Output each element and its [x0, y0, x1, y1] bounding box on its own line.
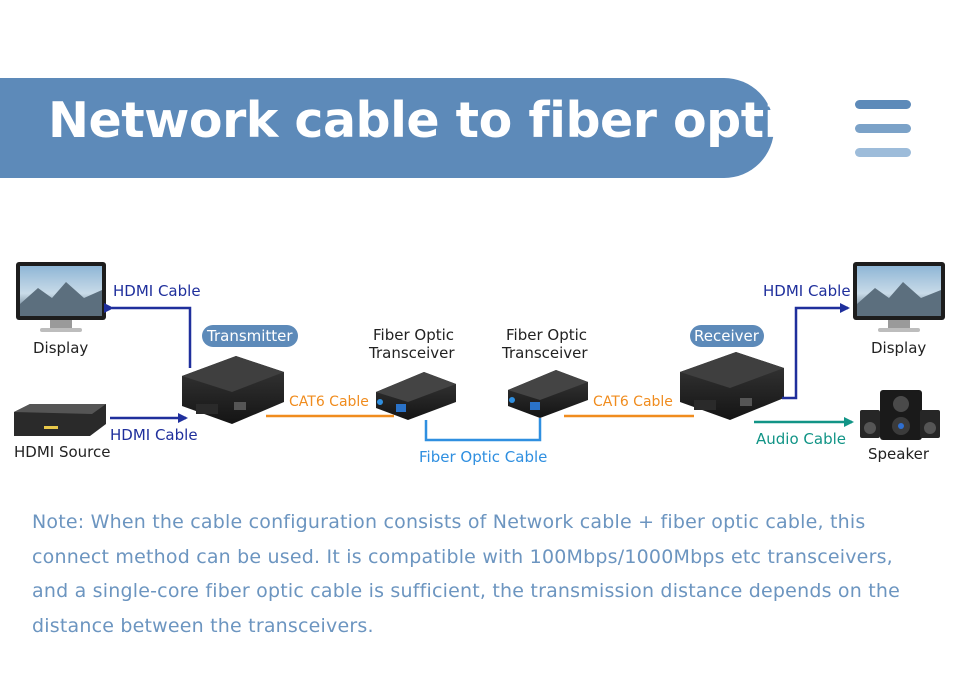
hdmi-cable-label-bottom-left: HDMI Cable — [110, 426, 198, 444]
hdmi-source-icon — [14, 404, 106, 436]
speaker-icon — [860, 390, 940, 440]
title-banner — [0, 78, 774, 178]
hamburger-menu-icon[interactable] — [855, 100, 911, 160]
page-title: Network cable to fiber optic — [48, 92, 809, 149]
hdmi-cable-right-out — [782, 303, 850, 400]
transceiver-right-label-1: Fiber Optic — [506, 326, 588, 344]
speaker-label: Speaker — [868, 445, 930, 463]
audio-cable-label: Audio Cable — [756, 430, 846, 448]
cat6-cable-label-right: CAT6 Cable — [593, 394, 673, 410]
note-paragraph: Note: When the cable configuration consi… — [32, 511, 901, 637]
display-right-label: Display — [871, 339, 927, 357]
transceiver-right-label-2: Transceiver — [502, 344, 588, 362]
receiver-badge — [690, 325, 764, 347]
display-left-icon — [16, 262, 106, 332]
transceiver-right-icon — [508, 370, 588, 418]
transceiver-left-icon — [376, 372, 456, 420]
display-right-icon — [853, 262, 945, 332]
cat6-cable-label-left: CAT6 Cable — [289, 394, 369, 410]
transmitter-badge — [202, 325, 298, 347]
transmitter-label: Transmitter — [207, 327, 293, 345]
hdmi-cable-left-out — [104, 303, 192, 368]
connection-diagram — [14, 262, 945, 442]
hdmi-source-label: HDMI Source — [14, 443, 111, 461]
hdmi-cable-label-top-left: HDMI Cable — [113, 282, 201, 300]
display-left-label: Display — [33, 339, 89, 357]
receiver-icon — [680, 352, 784, 420]
fiber-optic-cable — [424, 418, 542, 442]
transmitter-icon — [182, 356, 284, 424]
receiver-label: Receiver — [694, 327, 759, 345]
transceiver-left-label-2: Transceiver — [369, 344, 455, 362]
fiber-optic-cable-label: Fiber Optic Cable — [419, 448, 548, 466]
transceiver-left-label-1: Fiber Optic — [373, 326, 455, 344]
hdmi-cable-label-right: HDMI Cable — [763, 282, 851, 300]
